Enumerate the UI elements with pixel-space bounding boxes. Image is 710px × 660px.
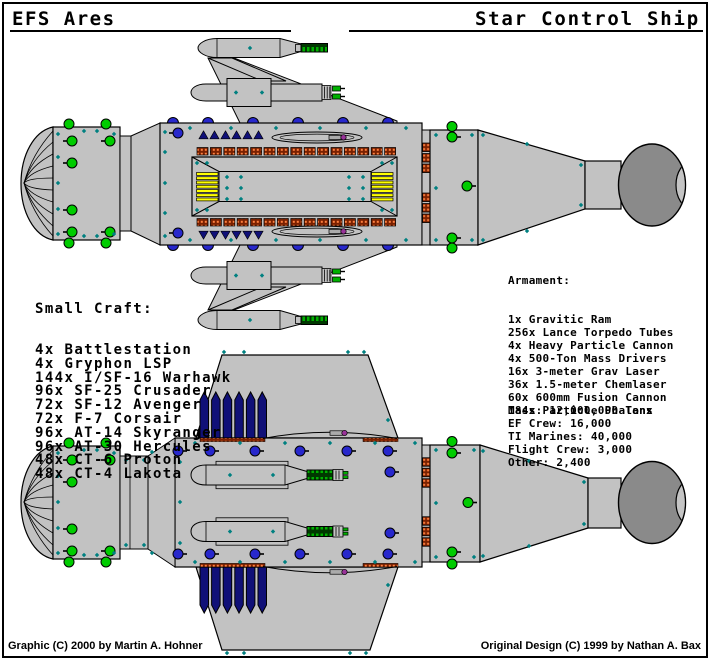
radiator-fins-upper [199, 390, 267, 439]
neck-collar [119, 135, 132, 232]
hull-silhouette-lower [271, 225, 363, 238]
list-item: 96x AT-14 Skyranger [35, 424, 222, 441]
list-item: Flight Crew: 3,000 [508, 443, 633, 456]
list-item: TI Marines: 40,000 [508, 430, 633, 443]
list-item: 256x Lance Torpedo Tubes [508, 326, 674, 339]
central-recessed-panel [191, 156, 398, 217]
missile-purple-head [340, 134, 347, 141]
list-item: 4x Gryphon LSP [35, 355, 173, 372]
hull-edge-hatches [199, 437, 399, 568]
list-item: 48x CT-4 Lakota [35, 466, 183, 483]
list-item: 72x F-7 Corsair [35, 410, 183, 427]
tail-taper [477, 129, 586, 246]
graphic-credit: Graphic (C) 2000 by Martin A. Hohner [8, 640, 203, 652]
missile-purple-head [340, 228, 347, 235]
launch-bay-doors-yellow [196, 172, 394, 202]
missile-purple-head [341, 429, 348, 437]
list-item: 1x Gravitic Ram [508, 313, 612, 326]
list-item: 96x AT-30 Hercules [35, 438, 212, 455]
list-item: 16x 3-meter Grav Laser [508, 365, 660, 378]
radiator-fins-lower [199, 566, 267, 615]
list-item: 96x SF-25 Crusader [35, 383, 212, 400]
list-item: 36x 1.5-meter Chemlaser [508, 378, 667, 391]
ship-name-title: EFS Ares [12, 8, 116, 30]
list-item: 4x Battlestation [35, 341, 193, 358]
armament-heading: Armament: [508, 274, 571, 287]
title-underline-left [10, 30, 291, 32]
hull-hatch-rows [196, 147, 396, 227]
engine-shaft [584, 160, 622, 210]
small-craft-heading: Small Craft: [35, 300, 153, 317]
missile-purple-head [341, 568, 348, 576]
list-item: 144x I/SF-16 Warhawk [35, 369, 232, 386]
list-item: 4x 500-Ton Mass Drivers [508, 352, 667, 365]
neck [119, 455, 149, 550]
list-item: 48x CT-6 Proton [35, 452, 183, 469]
bottom-ship-top-view [21, 349, 706, 656]
list-item: 60x 600mm Fusion Cannon [508, 391, 667, 404]
list-item: 4x Heavy Particle Cannon [508, 339, 674, 352]
ship-class-title: Star Control Ship [474, 8, 700, 30]
design-credit: Original Design (C) 1999 by Nathan A. Ba… [480, 640, 701, 652]
list-item: 184x Particle Phalanx [508, 404, 653, 417]
list-item: Other: 2,400 [508, 456, 591, 469]
hull-expansion [130, 122, 161, 246]
list-item: EF Crew: 16,000 [508, 417, 612, 430]
top-ship-side-view [21, 39, 706, 330]
hull-expansion [147, 437, 176, 568]
list-item: 72x SF-12 Avenger [35, 397, 203, 414]
list-item: Mass: 12,000,000 Tons [508, 404, 653, 417]
hull-silhouette-upper [271, 131, 363, 144]
title-underline-right [349, 30, 703, 32]
